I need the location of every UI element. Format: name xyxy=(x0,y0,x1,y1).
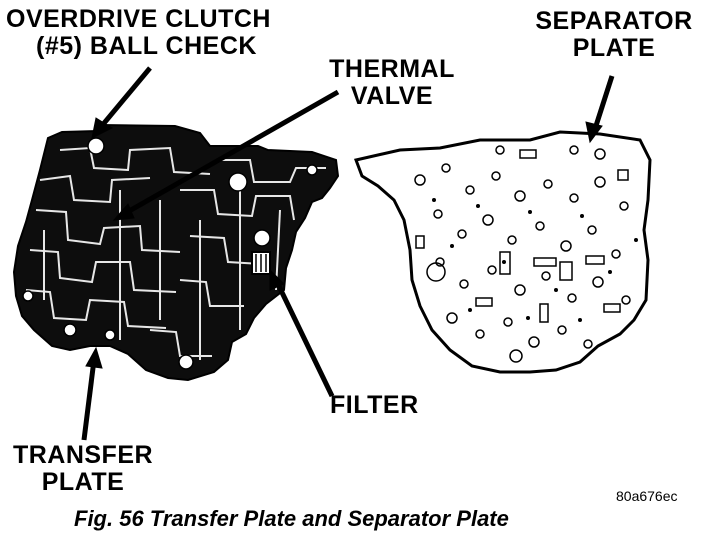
transfer-label-line2: PLATE xyxy=(41,468,125,496)
transfer-label-line1: TRANSFER xyxy=(12,441,154,469)
figure-caption: Fig. 56 Transfer Plate and Separator Pla… xyxy=(74,506,509,531)
leader-lines xyxy=(81,66,615,441)
thermal-label-line1: THERMAL xyxy=(329,55,455,83)
separator-label-line2: PLATE xyxy=(572,34,656,62)
overdrive-clutch-label: OVERDRIVE CLUTCH (#5) BALL CHECK xyxy=(6,6,271,60)
separator-plate-label: SEPARATOR PLATE xyxy=(530,8,698,62)
overdrive-label-line2: (#5) BALL CHECK xyxy=(36,32,257,60)
overdrive-label-line1: OVERDRIVE CLUTCH xyxy=(6,5,271,33)
separator-plate xyxy=(353,130,652,374)
separator-label-line1: SEPARATOR xyxy=(535,7,693,35)
figure-code: 80a676ec xyxy=(616,488,678,504)
thermal-valve-label: THERMAL VALVE xyxy=(322,56,462,110)
filter-label: FILTER xyxy=(330,391,419,419)
transfer-plate-label: TRANSFER PLATE xyxy=(6,442,160,496)
transfer-plate xyxy=(12,123,340,382)
thermal-label-line2: VALVE xyxy=(350,82,434,110)
